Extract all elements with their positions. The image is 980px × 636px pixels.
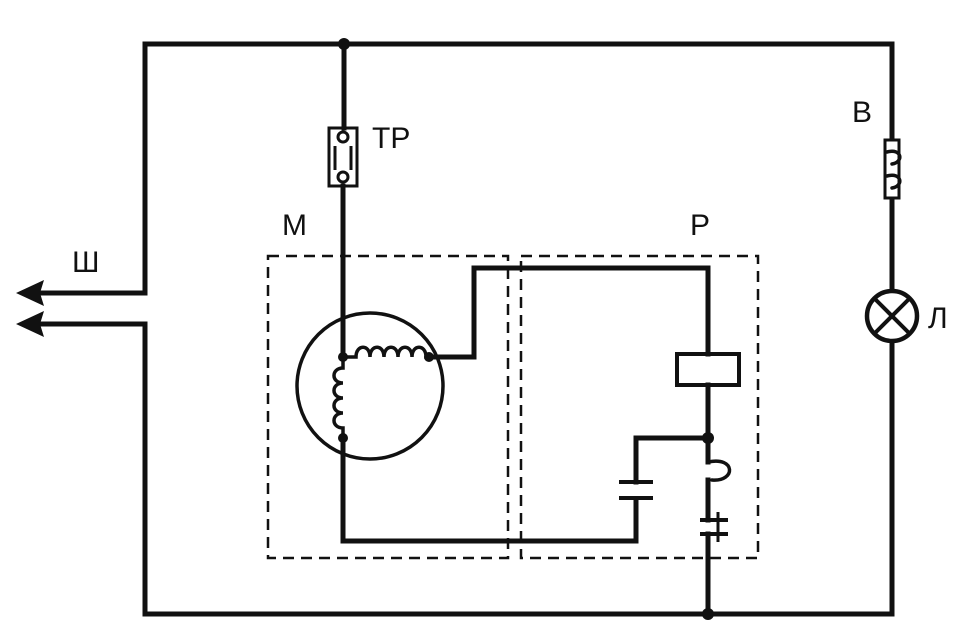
- relay-junction-to-contact-wire: [633, 435, 711, 485]
- start-relay-label: Р: [690, 209, 710, 242]
- door-switch-contact-top: [885, 149, 902, 166]
- motor-common-terminal: [338, 352, 348, 362]
- thermal-relay-symbol: [327, 126, 359, 188]
- thermal-relay-contact-top: [336, 130, 350, 144]
- door-switch-body: [883, 138, 901, 200]
- lamp-symbol: [864, 288, 920, 344]
- relay-armature-spring: [706, 459, 732, 482]
- plug-label: Ш: [72, 246, 100, 279]
- motor-stator-circle: [295, 311, 445, 461]
- door-switch-label: В: [852, 96, 872, 129]
- plug-pin-bottom-arrow: [16, 311, 44, 337]
- bottom-junction-dot: [702, 608, 714, 620]
- plug-symbol: [16, 280, 148, 337]
- door-switch-symbol: [883, 138, 902, 200]
- plug-pin-top-arrow: [16, 280, 44, 306]
- lamp-label: Л: [928, 302, 948, 335]
- starting-winding: [332, 355, 345, 440]
- working-winding: [341, 345, 432, 359]
- motor-label: М: [282, 209, 307, 242]
- thermal-relay-label: ТР: [372, 122, 410, 155]
- start-relay-boundary: [519, 254, 760, 560]
- working-winding-to-relay-wire: [426, 265, 711, 360]
- thermal-relay-contact-bottom: [336, 170, 350, 184]
- starting-winding-to-relay-wire: [340, 435, 639, 544]
- door-switch-contact-bottom: [885, 173, 902, 190]
- relay-coil-rectangle: [675, 352, 741, 387]
- lamp-cross-b: [873, 297, 911, 335]
